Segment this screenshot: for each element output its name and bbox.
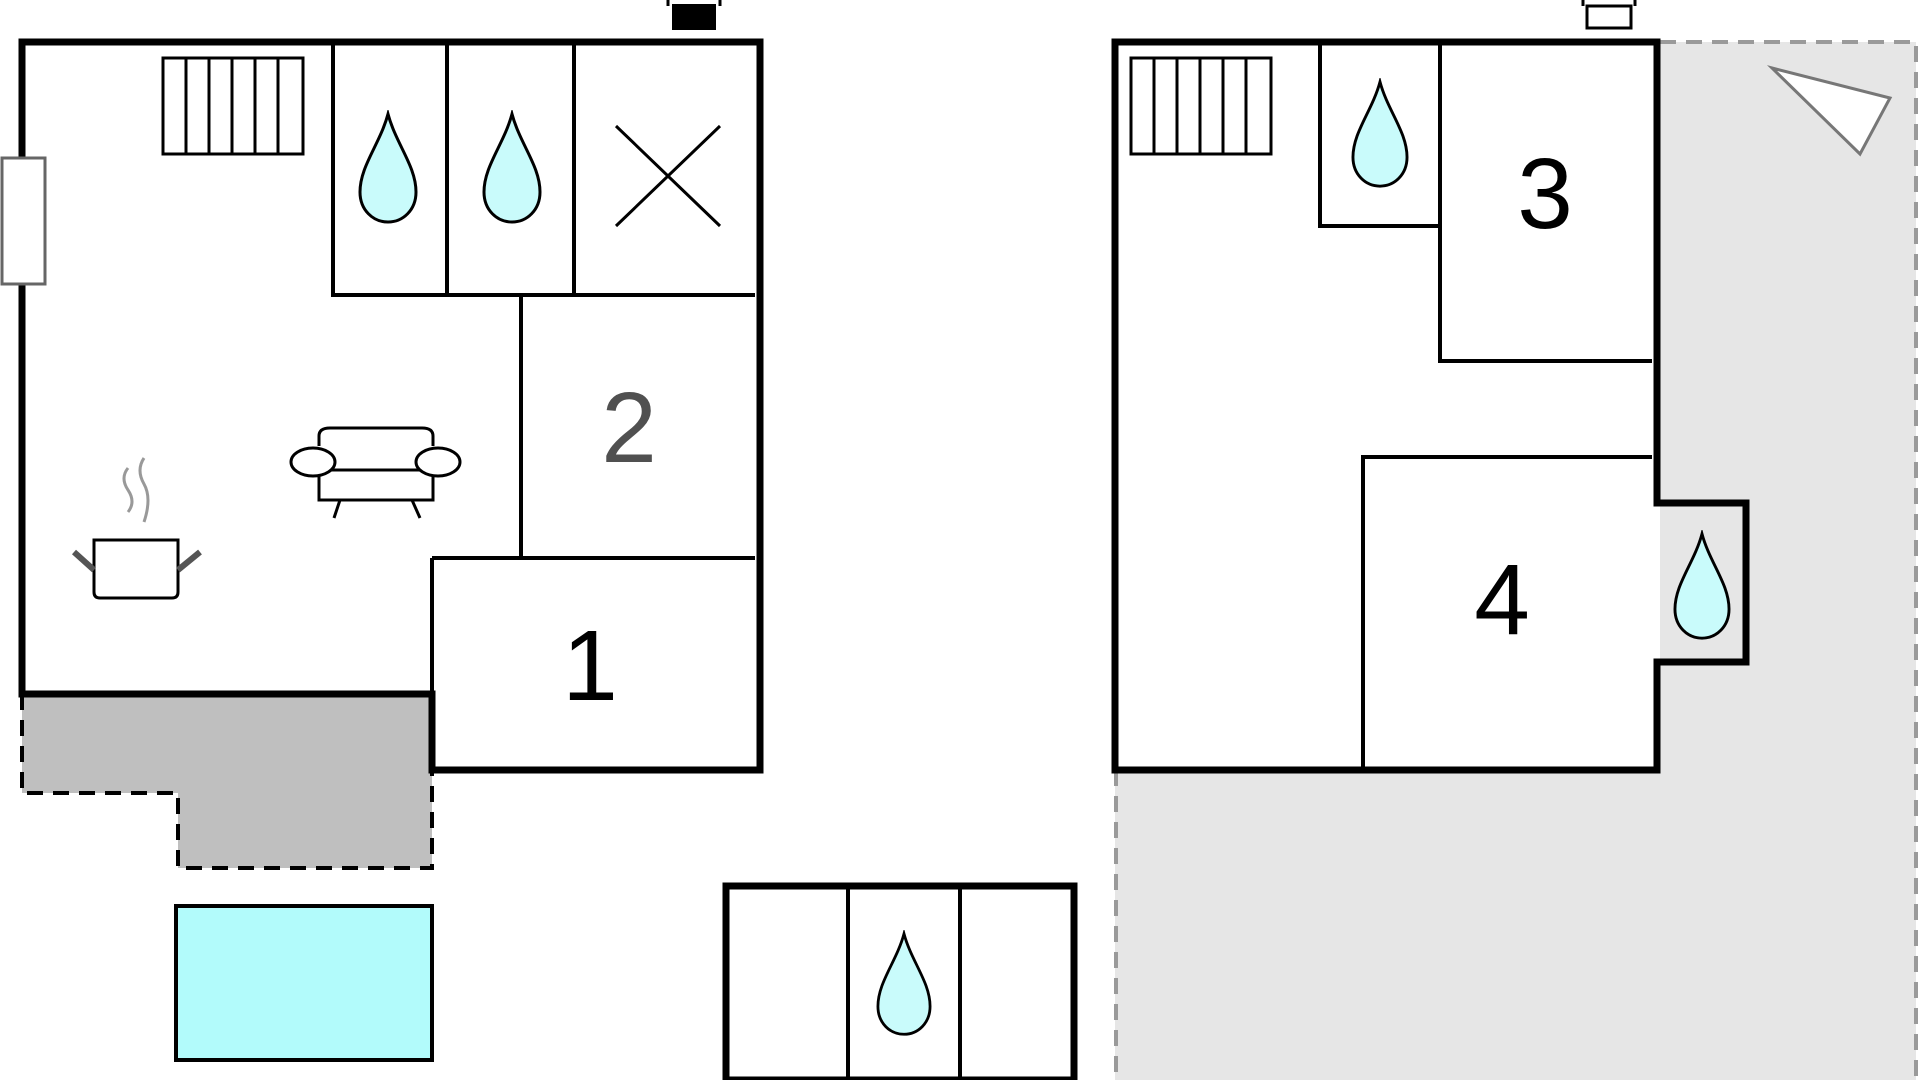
radiator-icon xyxy=(1129,56,1273,156)
pool-icon xyxy=(174,904,434,1062)
room-number-3: 3 xyxy=(1517,138,1573,250)
sofa-icon xyxy=(289,426,462,519)
room-number-2: 2 xyxy=(601,372,657,484)
water-drop-icon xyxy=(1351,80,1409,188)
garden-area xyxy=(1114,40,1918,1080)
room-number-4: 4 xyxy=(1474,544,1530,656)
chimney-icon xyxy=(666,0,722,30)
cooking-pot-icon xyxy=(71,457,202,600)
window-icon xyxy=(0,156,47,286)
water-drop-icon xyxy=(876,932,932,1036)
room-number-1: 1 xyxy=(562,610,618,722)
compass-icon xyxy=(1766,65,1893,157)
left-building xyxy=(18,38,764,774)
terrace xyxy=(20,694,434,870)
chimney-icon xyxy=(1581,0,1637,30)
right-building xyxy=(1111,38,1750,774)
water-drop-icon xyxy=(482,112,542,224)
water-drop-icon xyxy=(358,112,418,224)
x-mark-icon xyxy=(614,124,722,228)
outbuilding xyxy=(722,882,1078,1080)
radiator-icon xyxy=(161,56,305,156)
